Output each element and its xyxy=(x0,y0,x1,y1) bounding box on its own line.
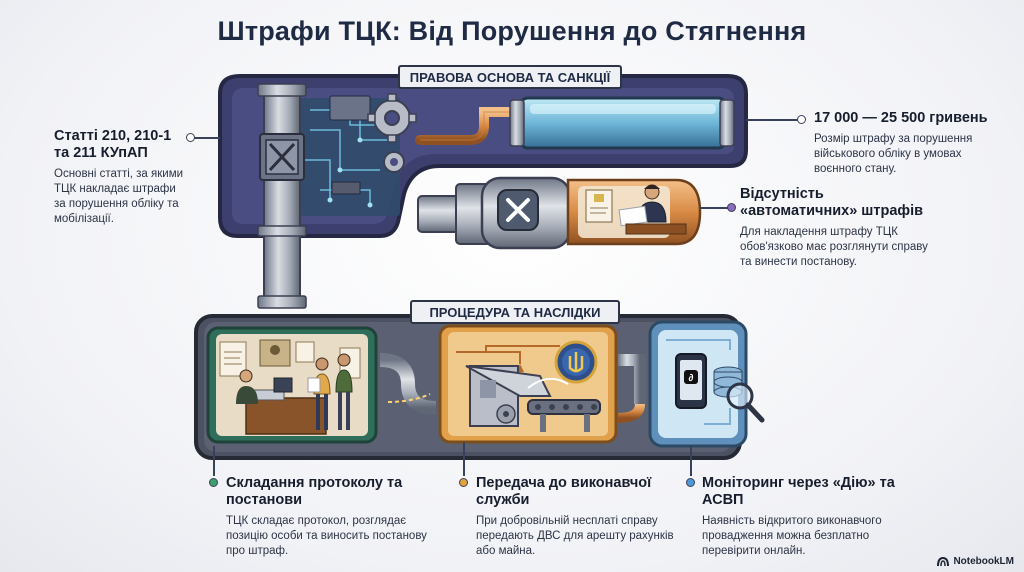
callout-monitoring: Моніторинг через «Дію» та АСВП Наявність… xyxy=(702,475,912,559)
connector-dot xyxy=(209,478,218,487)
connector-dot xyxy=(459,478,468,487)
top-container xyxy=(218,74,748,238)
monitoring-chamber: ∂ xyxy=(648,320,765,448)
connector-line xyxy=(213,446,215,476)
connector-line xyxy=(746,119,800,121)
bottom-container xyxy=(194,314,742,460)
connector-line xyxy=(690,446,692,476)
callout-protocol: Складання протоколу та постанови ТЦК скл… xyxy=(226,475,436,559)
connector-dot xyxy=(797,115,806,124)
callout-no-automatic: Відсутність «автоматичних» штрафів Для н… xyxy=(740,186,940,270)
callout-text: ТЦК складає протокол, розглядає позицію … xyxy=(226,515,427,557)
ukraine-trident-icon xyxy=(554,340,598,384)
callout-fine-amount: 17 000 — 25 500 гривень Розмір штрафу за… xyxy=(814,110,1004,177)
section-label-legal: ПРАВОВА ОСНОВА ТА САНКЦІЇ xyxy=(398,65,622,89)
connector-line xyxy=(700,207,730,209)
callout-text: При добровільній несплаті справу передаю… xyxy=(476,515,674,557)
page-title: Штрафи ТЦК: Від Порушення до Стягнення xyxy=(217,16,807,46)
callout-title: Моніторинг через «Дію» та АСВП xyxy=(702,475,895,508)
callout-title: Відсутність «автоматичних» штрафів xyxy=(740,186,924,219)
x-mark-icon xyxy=(497,189,539,231)
callout-title: Передача до виконавчої служби xyxy=(476,475,652,508)
connector-dot xyxy=(186,133,195,142)
smartphone-icon: ∂ xyxy=(675,353,707,409)
connector-line xyxy=(192,137,220,139)
callout-enforcement: Передача до виконавчої служби При добров… xyxy=(476,475,676,559)
connector-dot xyxy=(686,478,695,487)
gear-icon xyxy=(367,93,417,143)
connector-dot xyxy=(727,203,736,212)
callout-title: 17 000 — 25 500 гривень xyxy=(814,110,988,126)
brand-label: NotebookLM xyxy=(953,556,1014,567)
section-label-procedure: ПРОЦЕДУРА ТА НАСЛІДКИ xyxy=(410,300,620,324)
callout-text: Розмір штрафу за порушення військового о… xyxy=(814,133,973,175)
document-icon xyxy=(585,189,613,223)
brand-watermark: NotebookLM xyxy=(937,556,1014,567)
callout-articles: Статті 210, 210-1 та 211 КУпАП Основні с… xyxy=(54,128,184,227)
gear-icon xyxy=(383,151,405,173)
callout-title: Складання протоколу та постанови xyxy=(226,475,403,508)
callout-text: Наявність відкритого виконавчого провадж… xyxy=(702,515,882,557)
support-pillar xyxy=(257,83,307,309)
notebooklm-logo-icon xyxy=(937,556,950,566)
callout-text: Для накладення штрафу ТЦК обов'язково ма… xyxy=(740,226,928,268)
judge-capsule xyxy=(417,176,702,250)
magnifier-icon xyxy=(726,382,765,423)
callout-title: Статті 210, 210-1 та 211 КУпАП xyxy=(54,128,172,161)
svg-text:∂: ∂ xyxy=(689,373,694,384)
callout-text: Основні статті, за якими ТЦК накладає шт… xyxy=(54,168,184,225)
gear-icon xyxy=(496,404,516,424)
connector-line xyxy=(463,442,465,476)
